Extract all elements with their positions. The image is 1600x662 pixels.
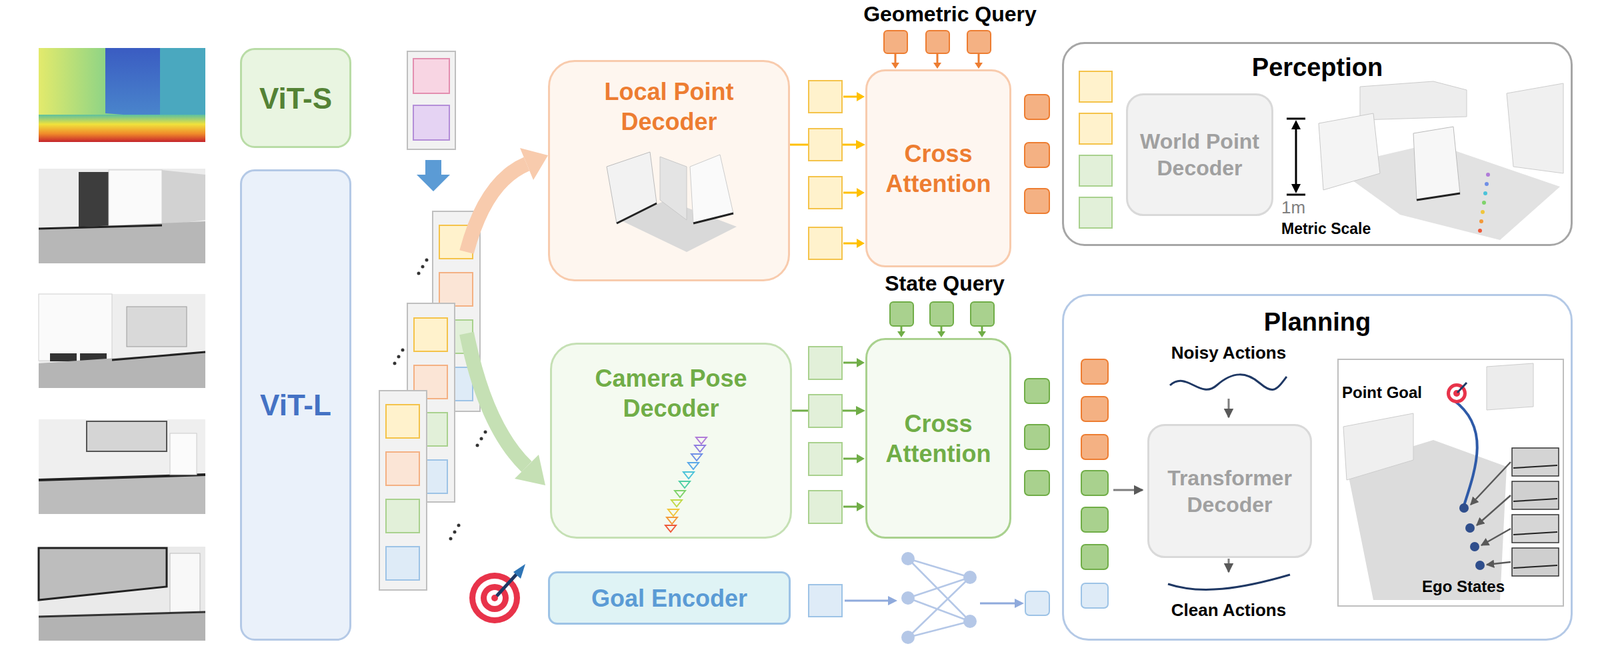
node-label: Perception	[1150, 52, 1484, 84]
text-label: Geometric Query	[843, 1, 1057, 27]
encoder-box: ViT-S	[240, 48, 352, 148]
depth-map	[38, 48, 206, 142]
node-label: Local Point Decoder	[579, 76, 760, 137]
node-label: Planning	[1150, 306, 1484, 339]
flow-arrows	[466, 148, 548, 486]
attention-box: Cross Attention	[865, 338, 1012, 539]
ellipsis-dots	[393, 258, 488, 541]
scale-bar	[1286, 118, 1306, 195]
input-tokens	[407, 51, 456, 192]
node-label: Goal Encoder	[556, 583, 783, 614]
perception-tokens	[1079, 71, 1112, 228]
text-label: 1m	[1281, 197, 1322, 218]
local-point-cloud	[606, 152, 737, 252]
action-curves	[1113, 374, 1290, 590]
decoder-box: World Point Decoder	[1126, 93, 1274, 216]
text-label: Point Goal	[1342, 383, 1442, 403]
text-label: Clean Actions	[1148, 600, 1309, 621]
camera-frame	[38, 294, 206, 388]
feature-tokens	[808, 80, 865, 617]
planning-scene	[1338, 359, 1564, 606]
text-label: Metric Scale	[1281, 220, 1395, 239]
camera-frame	[38, 419, 206, 514]
text-label: State Query	[838, 270, 1052, 296]
camera-frame	[38, 168, 206, 264]
output-tokens	[1024, 94, 1050, 616]
token-stacks	[379, 211, 480, 590]
node-label: Cross Attention	[873, 408, 1004, 469]
text-label: Noisy Actions	[1148, 342, 1309, 364]
node-label: Transformer Decoder	[1154, 464, 1305, 518]
node-label: Cross Attention	[873, 138, 1004, 199]
goal-target	[469, 564, 526, 624]
decoder-box: Transformer Decoder	[1147, 424, 1312, 558]
node-label: ViT-S	[246, 80, 345, 117]
world-point-cloud	[1318, 81, 1564, 240]
text-label: Ego States	[1422, 577, 1516, 597]
camera-trajectory	[665, 437, 707, 532]
encoder-box: Goal Encoder	[548, 571, 791, 625]
camera-frame	[38, 546, 206, 641]
attention-box: Cross Attention	[865, 69, 1012, 268]
node-label: ViT-L	[246, 386, 345, 424]
node-label: World Point Decoder	[1133, 128, 1266, 182]
mlp-icon	[844, 552, 1024, 644]
encoder-box: ViT-L	[240, 169, 352, 641]
planning-tokens	[1081, 359, 1108, 608]
node-label: Camera Pose Decoder	[578, 363, 765, 424]
